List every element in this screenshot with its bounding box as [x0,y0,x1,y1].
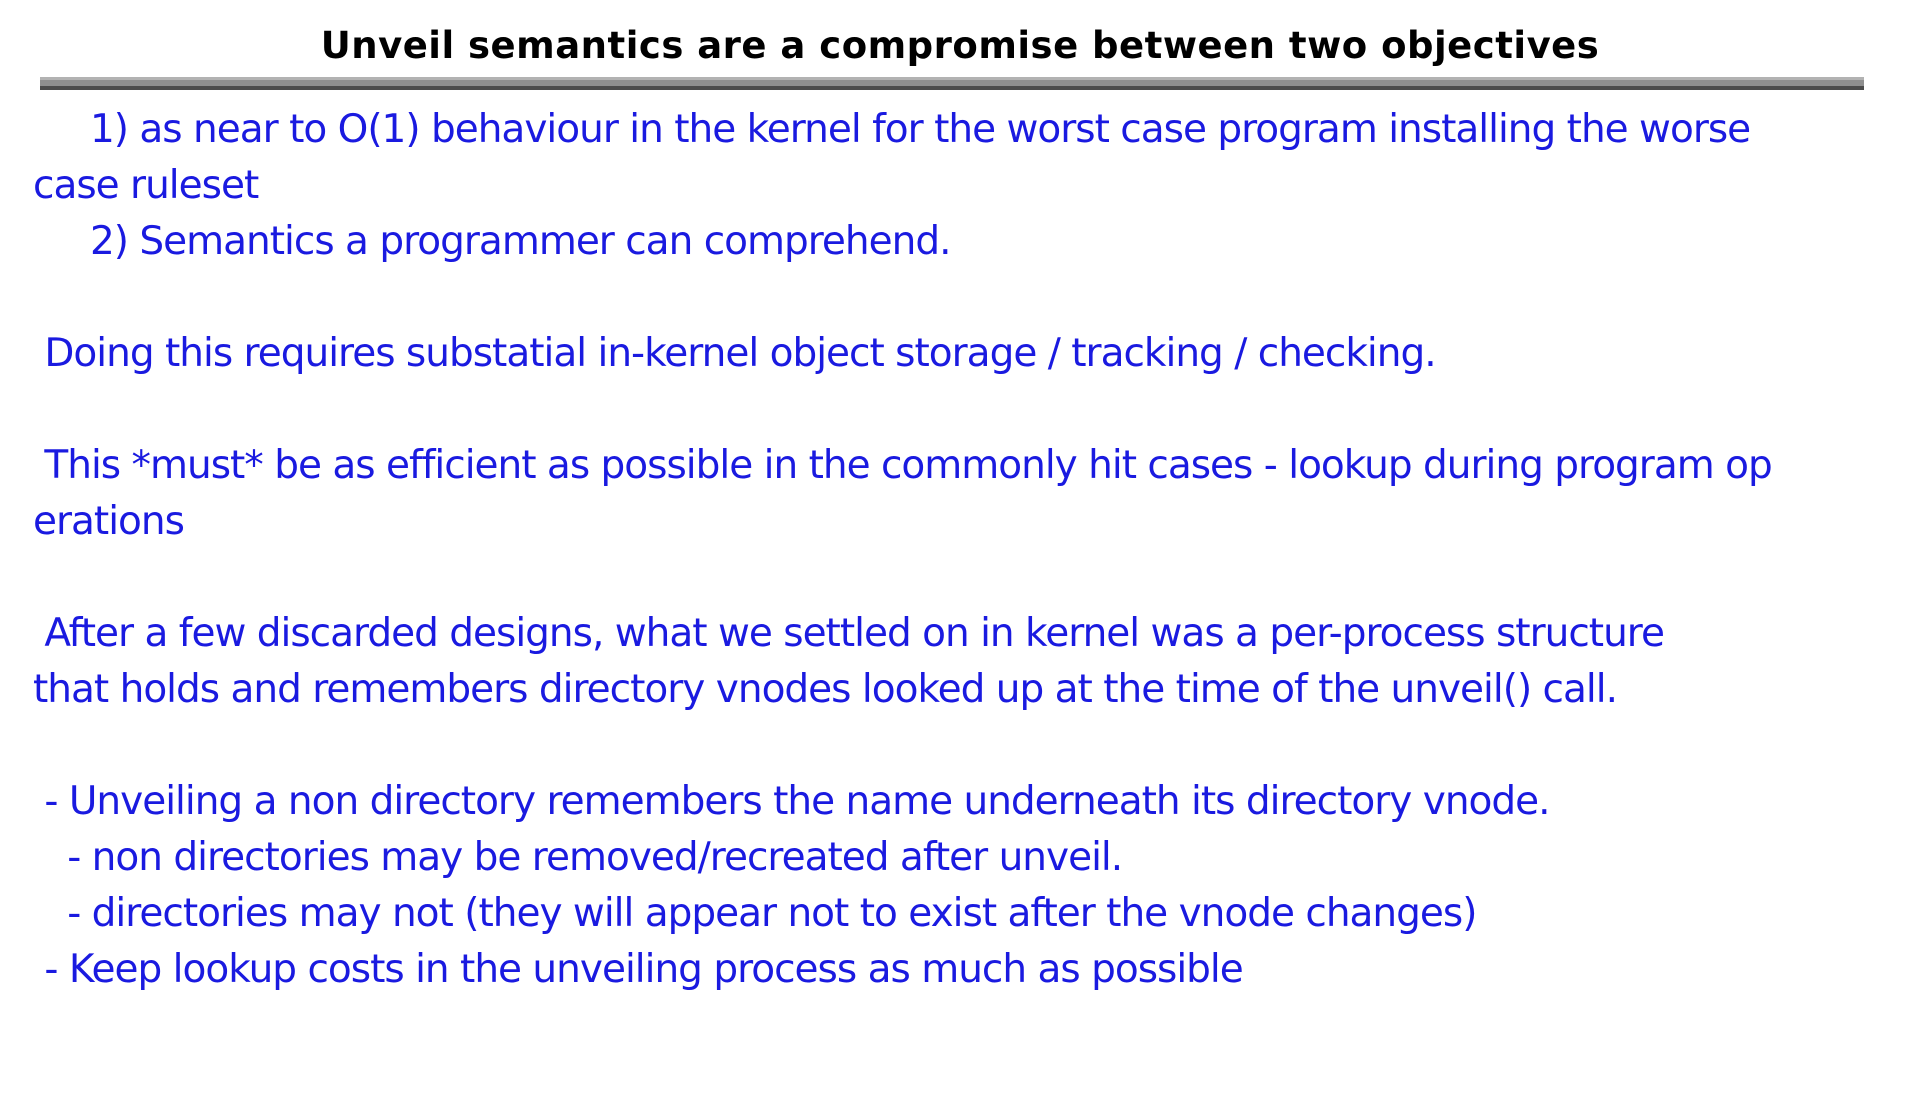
title-rule [40,77,1864,90]
text-line: case ruleset [33,163,259,208]
text-line: - Keep lookup costs in the unveiling pro… [33,947,1243,992]
presentation-slide: Unveil semantics are a compromise betwee… [0,24,1920,998]
text-line: This *must* be as efficient as possible … [33,443,1772,488]
slide-body: 1) as near to O(1) behaviour in the kern… [0,102,1920,998]
text-line: - directories may not (they will appear … [33,891,1477,936]
text-line: erations [33,499,185,544]
text-line [33,382,1920,438]
text-line: 2) Semantics a programmer can comprehend… [33,219,952,264]
text-line: - non directories may be removed/recreat… [33,835,1123,880]
slide-title: Unveil semantics are a compromise betwee… [320,24,1600,67]
text-line [33,718,1920,774]
text-line: - Unveiling a non directory remembers th… [33,779,1550,824]
text-line: 1) as near to O(1) behaviour in the kern… [33,107,1751,152]
text-line [33,550,1920,606]
text-line [33,270,1920,326]
text-line: After a few discarded designs, what we s… [33,611,1665,656]
text-line: Doing this requires substatial in-kernel… [33,331,1436,376]
text-line: that holds and remembers directory vnode… [33,667,1618,712]
